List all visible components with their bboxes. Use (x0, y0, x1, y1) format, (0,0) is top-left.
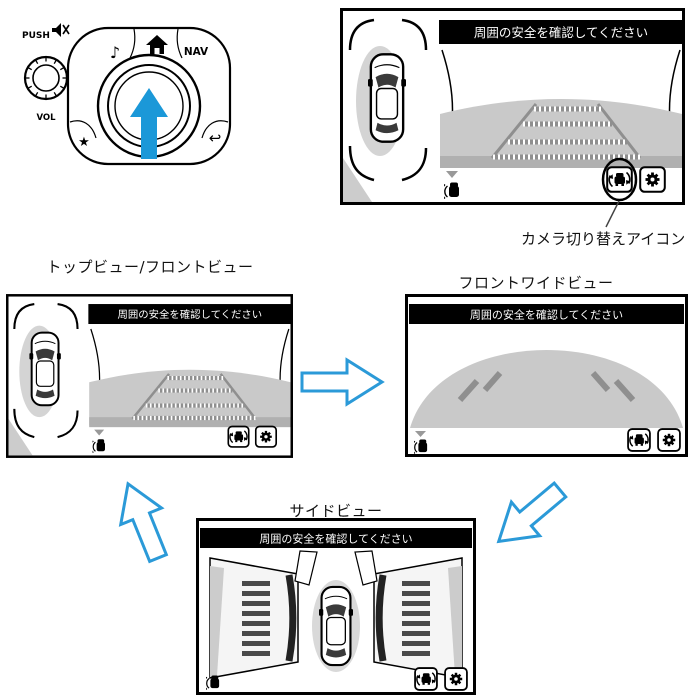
camera-switch-highlight-ring (601, 157, 638, 202)
callout-label: カメラ切り替えアイコン (521, 230, 686, 248)
curb-stripes (242, 581, 270, 656)
warning-banner-text: 周囲の安全を確認してください (470, 308, 623, 322)
flow-arrow-right (300, 357, 385, 407)
music-button: ♪ (110, 43, 120, 62)
label-top-front-view: トップビュー/フロントビュー (46, 258, 254, 276)
flow-arrow-to-top-view (118, 481, 169, 564)
sensor-direction-marker (415, 431, 426, 437)
push-label: PUSH (22, 31, 50, 41)
flow-arrow-to-side-view (496, 480, 568, 544)
camera-cone-right (354, 550, 378, 586)
screen-side-view: 周囲の安全を確認してください (196, 518, 476, 695)
camera-cone-left (294, 550, 318, 586)
vol-label: VOL (36, 113, 56, 123)
mute-speaker-icon (52, 23, 70, 37)
warning-banner (200, 528, 472, 548)
volume-knob: PUSH VOL (22, 23, 70, 123)
warning-banner-text: 周囲の安全を確認してください (259, 532, 412, 546)
status-bar (414, 428, 681, 454)
label-front-wide-view: フロントワイドビュー (458, 274, 614, 292)
wide-view-ground (410, 350, 683, 428)
screen-top-front-view (6, 294, 293, 458)
rotary-controller-illustration: PUSH VOL (22, 23, 232, 166)
knob-knurling (25, 57, 67, 99)
warning-banner (409, 304, 684, 324)
home-icon (146, 35, 168, 54)
label-side-view: サイドビュー (289, 502, 383, 520)
right-side-camera (373, 557, 463, 679)
screen-front-wide-view: 周囲の安全を確認してください (405, 294, 688, 457)
controller-console: ♪ NAV ★ ↩ (66, 26, 232, 166)
left-side-camera (209, 557, 299, 679)
press-up-arrow (130, 88, 168, 159)
nav-button: NAV (184, 46, 209, 58)
lane-markings (457, 371, 636, 403)
star-button: ★ (78, 135, 90, 150)
screen-main-rear-view (340, 8, 685, 205)
curb-stripes (402, 581, 430, 656)
return-button: ↩ (209, 129, 222, 147)
